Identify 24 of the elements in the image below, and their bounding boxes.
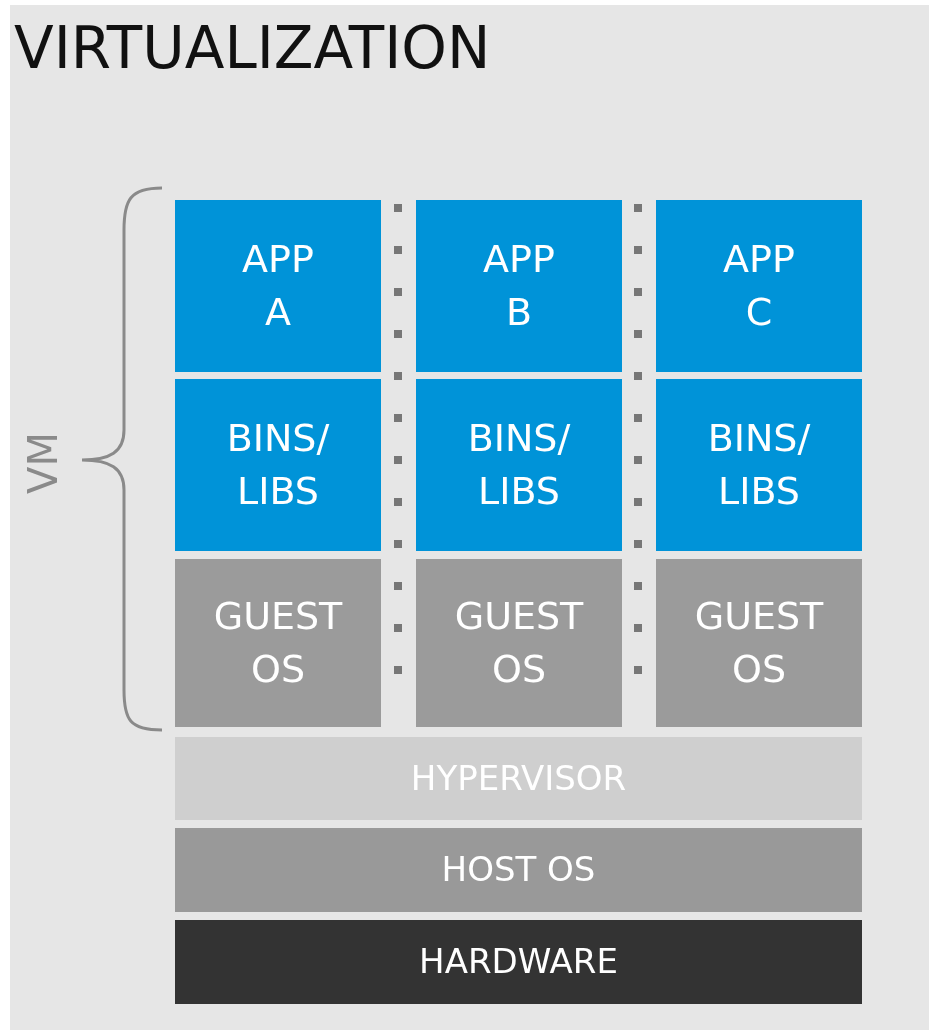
library-box (175, 379, 381, 551)
title: VIRTUALIZATION (14, 14, 491, 82)
box-label: APP C (723, 235, 795, 336)
box-label: APP A (242, 235, 314, 336)
library-box (656, 379, 862, 551)
box-label: GUEST OS (454, 592, 584, 693)
app-box (416, 200, 622, 372)
bracket-label: VM (19, 432, 66, 494)
guest-os-box (175, 559, 381, 727)
box-label: BINS/ LIBS (467, 414, 571, 515)
box-label: GUEST OS (213, 592, 343, 693)
box-label: BINS/ LIBS (707, 414, 811, 515)
library-box (416, 379, 622, 551)
app-box (175, 200, 381, 372)
box-label: HARDWARE (419, 940, 618, 984)
box-label: HOST OS (441, 848, 596, 892)
box-label: GUEST OS (694, 592, 824, 693)
box-label: BINS/ LIBS (226, 414, 330, 515)
box-label: APP B (483, 235, 555, 336)
hardware-layer (175, 920, 862, 1004)
app-box (656, 200, 862, 372)
guest-os-box (416, 559, 622, 727)
guest-os-box (656, 559, 862, 727)
host-os-layer (175, 828, 862, 912)
